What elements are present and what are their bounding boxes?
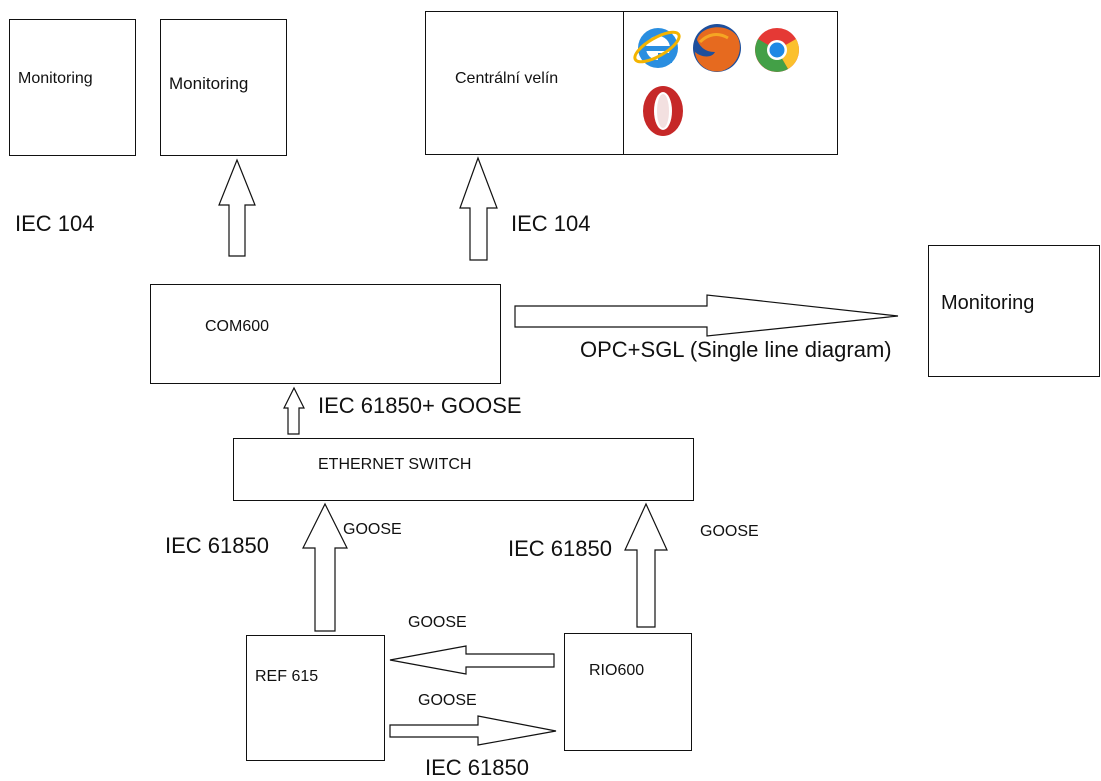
- goose-left-label: GOOSE: [343, 521, 402, 538]
- central-label: Centrální velín: [455, 70, 559, 87]
- arrow-left-rio-ref: [389, 645, 555, 675]
- chrome-icon: [755, 28, 799, 72]
- com600-box: [150, 284, 501, 384]
- iec61850-bottom-label: IEC 61850: [425, 755, 529, 780]
- monitoring-box-3: [928, 245, 1100, 377]
- goose-bottom-label: GOOSE: [418, 692, 477, 709]
- opc-label: OPC+SGL (Single line diagram): [580, 337, 892, 362]
- ethernet-switch-box: [233, 438, 694, 501]
- arrow-up-ref615-switch: [302, 502, 348, 632]
- monitoring-label-3: Monitoring: [941, 292, 1035, 314]
- iec61850-right-label: IEC 61850: [508, 536, 612, 561]
- arrow-up-monitoring: [218, 158, 256, 257]
- com600-label: COM600: [205, 318, 270, 335]
- goose-right-label: GOOSE: [700, 523, 759, 540]
- central-divider: [623, 11, 624, 155]
- goose-top-label: GOOSE: [408, 614, 467, 631]
- arrow-up-central: [459, 156, 498, 261]
- firefox-icon: [693, 24, 741, 72]
- arrow-right-ref-rio: [389, 715, 557, 746]
- rio600-box: [564, 633, 692, 751]
- iec104-left-label: IEC 104: [15, 211, 95, 236]
- iec104-center-label: IEC 104: [511, 211, 591, 236]
- monitoring-box-1: [9, 19, 136, 156]
- arrow-up-com600: [283, 386, 305, 435]
- iec61850-left-label: IEC 61850: [165, 533, 269, 558]
- arrow-up-rio600-switch: [624, 502, 668, 628]
- iec61850-goose-label: IEC 61850+ GOOSE: [318, 393, 522, 418]
- internet-explorer-icon: [633, 28, 681, 68]
- arrow-right-monitoring: [514, 294, 899, 337]
- ref615-label: REF 615: [255, 668, 319, 685]
- opera-icon: [643, 86, 683, 136]
- ethernet-switch-label: ETHERNET SWITCH: [318, 456, 472, 473]
- monitoring-label-1: Monitoring: [18, 70, 93, 87]
- rio600-label: RIO600: [589, 662, 645, 679]
- ref615-box: [246, 635, 385, 761]
- monitoring-box-2: [160, 19, 287, 156]
- monitoring-label-2: Monitoring: [169, 74, 249, 93]
